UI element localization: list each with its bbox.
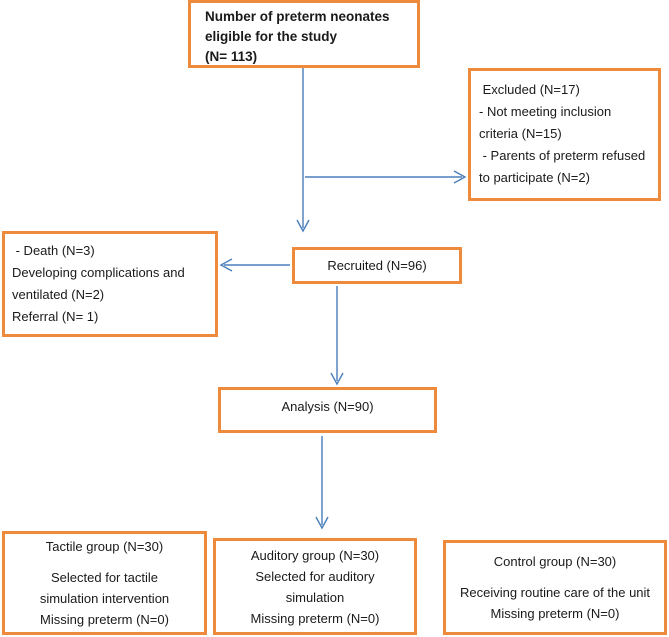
node-tactile-line-5: Missing preterm (N=0) <box>40 612 169 627</box>
node-tactile-line-3: Selected for tactile <box>51 570 158 585</box>
node-eligible: Number of preterm neonates eligible for … <box>188 0 420 68</box>
node-excluded: Excluded (N=17) - Not meeting inclusion … <box>468 68 661 201</box>
node-excluded-line-1: Excluded (N=17) <box>479 82 580 97</box>
node-excluded-line-5: to participate (N=2) <box>479 170 590 185</box>
node-losses-line-4: Referral (N= 1) <box>12 309 99 324</box>
node-losses-line-2: Developing complications and <box>12 265 185 280</box>
node-control-line-1: Control group (N=30) <box>493 554 617 569</box>
node-eligible-line-1: Number of preterm neonates <box>205 9 390 24</box>
node-recruited-label: Recruited (N=96) <box>327 257 427 273</box>
arrow-analysis-to-groups <box>315 436 329 530</box>
node-tactile-line-1: Tactile group (N=30) <box>45 539 164 554</box>
node-losses: - Death (N=3) Developing complications a… <box>2 231 218 337</box>
node-losses-line-3: ventilated (N=2) <box>12 287 105 302</box>
node-losses-line-1: - Death (N=3) <box>12 243 95 258</box>
node-eligible-line-2: eligible for the study <box>205 29 338 44</box>
node-control-group: Control group (N=30) Receiving routine c… <box>443 540 667 635</box>
node-analysis-label: Analysis (N=90) <box>281 399 374 414</box>
node-excluded-line-3: criteria (N=15) <box>479 126 562 141</box>
node-excluded-line-2: - Not meeting inclusion <box>479 104 612 119</box>
node-auditory-group: Auditory group (N=30) Selected for audit… <box>213 538 417 635</box>
node-tactile-line-4: simulation intervention <box>39 591 170 606</box>
node-auditory-line-2: Selected for auditory <box>255 568 375 584</box>
node-auditory-line-3: simulation <box>285 589 345 605</box>
node-auditory-line-4: Missing preterm (N=0) <box>250 610 380 626</box>
arrow-recruited-to-analysis <box>330 286 344 386</box>
node-control-line-3: Receiving routine care of the unit <box>459 585 651 600</box>
arrow-recruited-to-losses <box>219 258 290 272</box>
node-control-spacer <box>450 572 660 582</box>
node-analysis: Analysis (N=90) <box>218 387 437 433</box>
node-tactile-group: Tactile group (N=30) Selected for tactil… <box>2 531 207 635</box>
node-excluded-line-4: - Parents of preterm refused <box>479 148 646 163</box>
node-tactile-spacer <box>9 557 200 567</box>
node-eligible-line-3: (N= 113) <box>205 49 258 64</box>
node-auditory-line-1: Auditory group (N=30) <box>250 547 380 563</box>
node-control-line-4: Missing preterm (N=0) <box>490 606 620 621</box>
arrow-eligible-to-excluded <box>305 170 467 184</box>
node-recruited: Recruited (N=96) <box>292 247 462 284</box>
